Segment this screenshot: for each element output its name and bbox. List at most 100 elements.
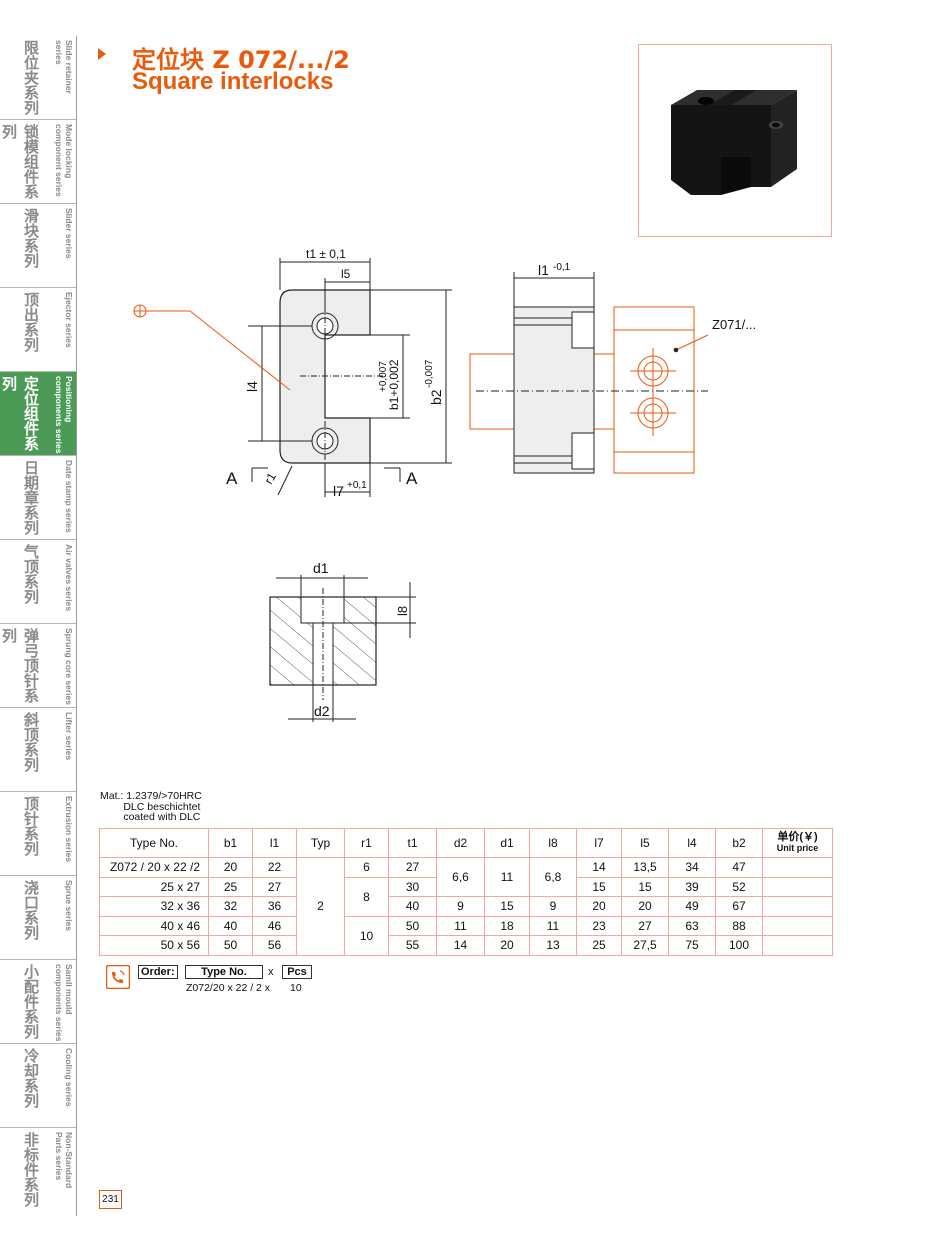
- sidebar-item-small-components[interactable]: 小配件系列 Samll mould components series: [0, 960, 76, 1044]
- sidebar-item-positioning[interactable]: 定位组件系列 Positioning components series: [0, 372, 76, 456]
- dim-l7: l7: [333, 483, 344, 499]
- cell-b2: 88: [715, 915, 763, 936]
- cell-typ: 2: [296, 857, 345, 956]
- dim-d1: d1: [313, 560, 329, 576]
- cell-t1: 27: [388, 857, 437, 878]
- sidebar-item-slider[interactable]: 滑块系列 Slider series: [0, 204, 76, 288]
- sidebar-item-label-en: Cooling series: [64, 1048, 74, 1107]
- sidebar-item-extrusion[interactable]: 顶针系列 Extrusion series: [0, 792, 76, 876]
- table-row: 40 x 46 40 46 10 50 11 18 11 23 27 63 88: [99, 915, 833, 956]
- sidebar-item-non-standard[interactable]: 非标件系列 Non-Standard Parts series: [0, 1128, 76, 1212]
- cell-price: [762, 915, 833, 936]
- cell-l4: 63: [668, 915, 716, 936]
- sidebar-item-label-en: Sprue series: [64, 880, 74, 932]
- cell-t1: 55: [388, 935, 437, 956]
- cell-type: 25 x 27: [99, 876, 209, 897]
- cell-t1: 50: [388, 915, 437, 936]
- cell-l7: 20: [576, 896, 622, 917]
- sidebar-item-sprung-core[interactable]: 弹弓顶针系列 Sprung core series: [0, 624, 76, 708]
- table-header-row: Type No. b1 l1 Typ r1 t1 d2 d1 l8 l7 l5 …: [99, 828, 833, 858]
- section-view: [269, 575, 416, 722]
- series-sidebar: 限位夹系列 Slide retainer series 锁模组件系列 Mode …: [0, 36, 77, 1216]
- price-header-en: Unit price: [776, 843, 819, 853]
- cell-r1: 6: [344, 857, 389, 878]
- col-d1: d1: [484, 828, 530, 858]
- dim-l8: l8: [395, 606, 410, 616]
- dim-l5: l5: [341, 267, 351, 281]
- dim-l1-tol: -0,1: [553, 262, 571, 273]
- page-title-cn: 定位块 Z 072/.../2: [132, 46, 350, 74]
- dim-l1: l1: [538, 262, 549, 278]
- sidebar-item-label-cn: 弹弓顶针系列: [0, 628, 40, 703]
- order-example-type: Z072/20 x 22 / 2 x: [186, 982, 271, 994]
- cell-d2: 9: [436, 896, 485, 917]
- sidebar-item-lifter[interactable]: 斜顶系列 Lifter series: [0, 708, 76, 792]
- sidebar-item-label-cn: 顶出系列: [22, 292, 40, 352]
- cell-d2: 11: [436, 915, 485, 936]
- material-line: Mat.: 1.2379/>70HRC: [100, 790, 202, 802]
- order-type-box: Type No.: [185, 965, 263, 979]
- sidebar-item-slide-retainer[interactable]: 限位夹系列 Slide retainer series: [0, 36, 76, 120]
- sidebar-item-cooling[interactable]: 冷却系列 Cooling series: [0, 1044, 76, 1128]
- cell-b2: 52: [715, 876, 763, 897]
- cell-r1: 8: [344, 876, 389, 917]
- spec-table: Type No. b1 l1 Typ r1 t1 d2 d1 l8 l7 l5 …: [99, 828, 833, 956]
- sidebar-item-date-stamp[interactable]: 日期章系列 Date stamp series: [0, 456, 76, 540]
- sidebar-item-label-en: Air valves series: [64, 544, 74, 612]
- cell-l7: 23: [576, 915, 622, 936]
- sidebar-item-label-cn: 顶针系列: [22, 796, 40, 856]
- sidebar-item-ejector[interactable]: 顶出系列 Ejector series: [0, 288, 76, 372]
- front-view: [248, 258, 452, 497]
- cell-l1: 46: [252, 915, 297, 936]
- cell-l1: 22: [252, 857, 297, 878]
- order-multiplier: x: [268, 966, 274, 978]
- col-d2: d2: [436, 828, 485, 858]
- cell-t1: 40: [388, 896, 437, 917]
- dim-b1: b1+0,002: [387, 359, 401, 410]
- cell-d1: 11: [484, 857, 530, 897]
- cell-l7: 14: [576, 857, 622, 878]
- col-l1: l1: [252, 828, 297, 858]
- cell-price: [762, 935, 833, 956]
- order-example-qty: 10: [290, 982, 302, 994]
- cell-b2: 67: [715, 896, 763, 917]
- cell-l1: 56: [252, 935, 297, 956]
- technical-drawing: t1 ± 0,1 l5 l4 b1+0,002 +0,007 b2 -0,007…: [133, 247, 756, 722]
- col-l5: l5: [621, 828, 669, 858]
- cell-l7: 25: [576, 935, 622, 956]
- col-r1: r1: [344, 828, 389, 858]
- sidebar-item-mode-locking[interactable]: 锁模组件系列 Mode locking component series: [0, 120, 76, 204]
- sidebar-item-sprue[interactable]: 浇口系列 Sprue series: [0, 876, 76, 960]
- table-row: 50 x 56 50 56 55 14 20 13 25 27,5 75 100: [99, 935, 833, 956]
- cell-b1: 20: [208, 857, 253, 878]
- section-mark-a-right: A: [406, 469, 418, 488]
- col-t1: t1: [388, 828, 437, 858]
- square-interlock-render: [671, 90, 797, 195]
- col-l4: l4: [668, 828, 716, 858]
- dim-b2-tol: -0,007: [424, 359, 435, 388]
- sidebar-item-label-cn: 日期章系列: [22, 460, 40, 535]
- sidebar-item-label-en: Date stamp series: [64, 460, 74, 533]
- sidebar-item-air-valves[interactable]: 气顶系列 Air valves series: [0, 540, 76, 624]
- page-title-en: Square interlocks: [132, 68, 334, 95]
- dim-r1: r1: [261, 470, 279, 487]
- sidebar-item-label-en: Samll mould components series: [54, 964, 74, 1042]
- sidebar-item-label-cn: 滑块系列: [22, 208, 40, 268]
- sidebar-item-label-en: Sprung core series: [64, 628, 74, 706]
- col-type-no: Type No.: [99, 828, 209, 858]
- cell-l5: 20: [621, 896, 669, 917]
- order-pcs-box: Pcs: [282, 965, 312, 979]
- cell-l1: 27: [252, 876, 297, 897]
- cell-price: [762, 876, 833, 897]
- dim-b1-upper: +0,007: [378, 361, 389, 392]
- col-typ: Typ: [296, 828, 345, 858]
- cell-b1: 50: [208, 935, 253, 956]
- sidebar-item-label-en: Lifter series: [64, 712, 74, 761]
- side-view: [469, 272, 709, 474]
- cell-l1: 36: [252, 896, 297, 917]
- z071-label: Z071/...: [712, 317, 756, 332]
- cell-l8: 6,8: [529, 857, 577, 897]
- cell-l5: 27,5: [621, 935, 669, 956]
- col-b1: b1: [208, 828, 253, 858]
- title-arrow-icon: [98, 48, 106, 60]
